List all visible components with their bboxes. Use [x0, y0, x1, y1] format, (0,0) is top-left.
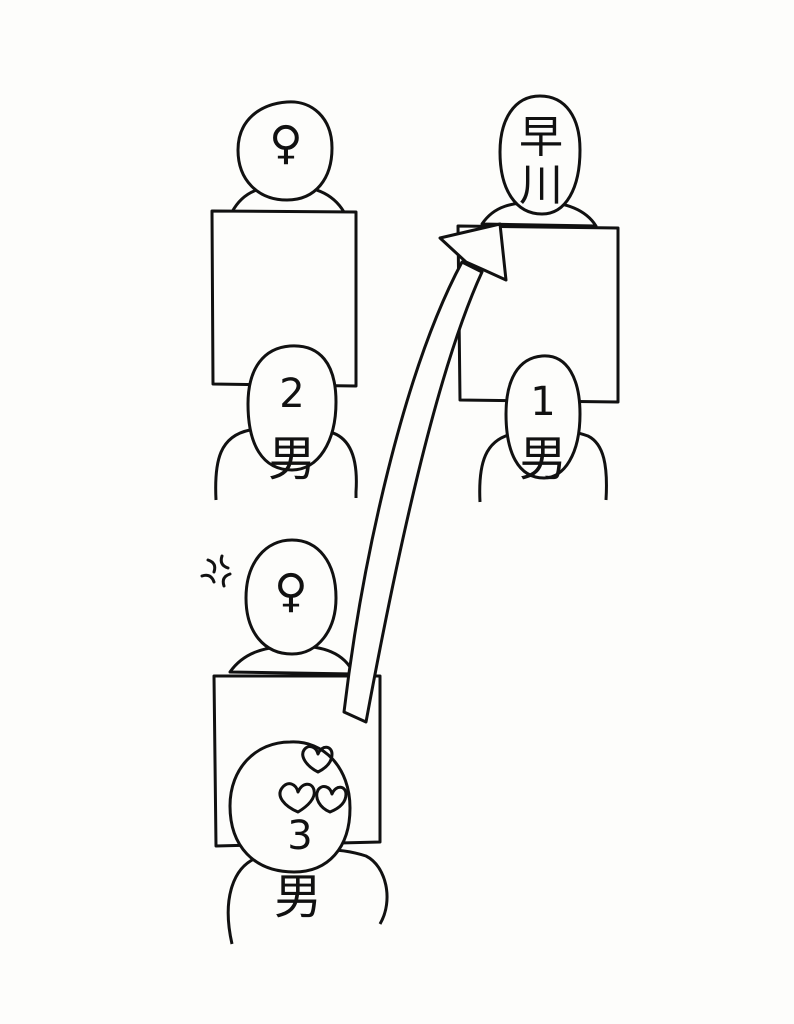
- woman-bottom-figure: ♀: [228, 538, 356, 676]
- heart-eye-right-icon: [315, 785, 348, 814]
- man-2-label: 男: [268, 431, 316, 487]
- floating-heart-icon: [301, 745, 334, 774]
- man-3-number: 3: [287, 813, 312, 859]
- man-1-head: [504, 354, 582, 480]
- man-1-number: 1: [530, 379, 555, 425]
- man-1-label: 男: [519, 431, 567, 487]
- woman-bottom-symbol: ♀: [274, 564, 308, 618]
- man-2-number: 2: [279, 371, 304, 417]
- hayakawa-name-top: 早: [519, 112, 563, 163]
- arrow-shaft: [342, 260, 484, 724]
- hayakawa-name-bottom: 川: [519, 160, 563, 211]
- arrow-head: [438, 222, 508, 282]
- man-1-figure: 1 男: [478, 354, 608, 503]
- woman-bottom-head: [244, 538, 338, 656]
- woman-top-figure: ♀: [230, 100, 346, 214]
- attention-arrow: [342, 222, 508, 724]
- man-3-label: 男: [274, 869, 322, 925]
- hayakawa-figure: 早 川: [480, 94, 598, 228]
- table-top-left: [210, 209, 358, 388]
- man-2-head: [246, 344, 338, 472]
- man-2-figure: 2 男: [214, 344, 358, 501]
- anger-mark-icon: [200, 554, 232, 588]
- man-3-figure: 3 男: [226, 740, 389, 945]
- hayakawa-head: [498, 94, 582, 216]
- woman-top-head: [236, 100, 334, 202]
- heart-eye-left-icon: [278, 782, 316, 814]
- woman-top-symbol: ♀: [269, 116, 303, 170]
